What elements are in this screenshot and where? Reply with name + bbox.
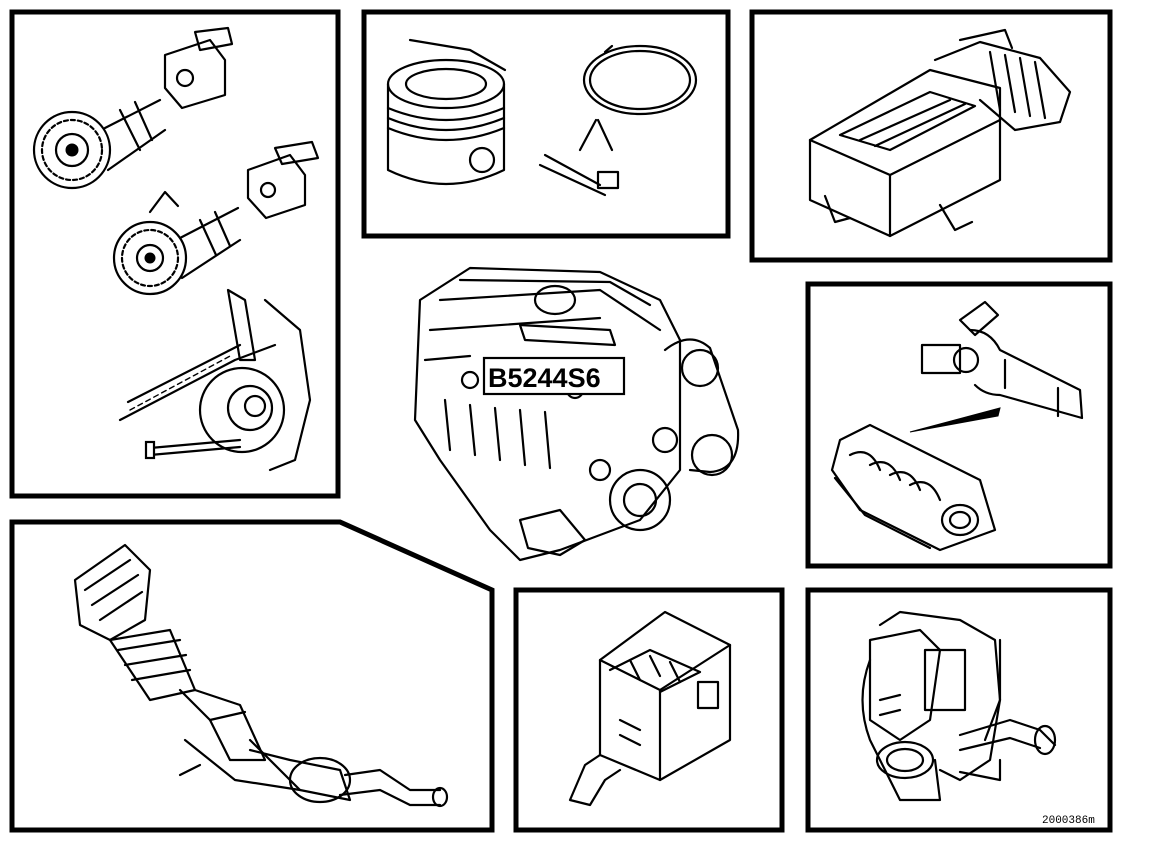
engine-code-plate — [482, 356, 626, 396]
panel-engine-center: B5244S6 — [413, 266, 740, 562]
engine-block-icon: B5244S6 — [413, 266, 740, 562]
engine-code-label: B5244S6 — [488, 363, 601, 393]
panel-intake-housing-frame — [805, 587, 1113, 833]
panel-exhaust-frame — [9, 519, 495, 833]
intake-manifold-and-sensor-icon — [830, 300, 1084, 552]
panel-intake-manifold — [805, 281, 1113, 569]
intake-air-housing-icon — [861, 610, 1057, 802]
panel-piston — [361, 9, 731, 239]
panel-control-module-frame — [513, 587, 785, 833]
panel-intake-manifold-frame — [805, 281, 1113, 569]
exhaust-manifold-and-catalytic-converter-icon — [73, 543, 449, 808]
engine-control-module-icon — [568, 610, 732, 807]
camshaft-gears-and-timing-belt-icon — [32, 26, 320, 472]
panel-camshaft-timing — [9, 9, 341, 499]
panel-exhaust — [9, 519, 495, 833]
panel-piston-frame — [361, 9, 731, 239]
panel-control-module — [513, 587, 785, 833]
piston-and-ring-icon — [386, 38, 698, 197]
figure-reference-code: 2000386m — [1042, 815, 1095, 827]
air-cleaner-box-icon — [808, 28, 1072, 238]
panel-air-cleaner-frame — [749, 9, 1113, 263]
panel-camshaft-timing-frame — [9, 9, 341, 499]
panel-air-cleaner — [749, 9, 1113, 263]
panel-intake-housing: 2000386m — [805, 587, 1113, 833]
